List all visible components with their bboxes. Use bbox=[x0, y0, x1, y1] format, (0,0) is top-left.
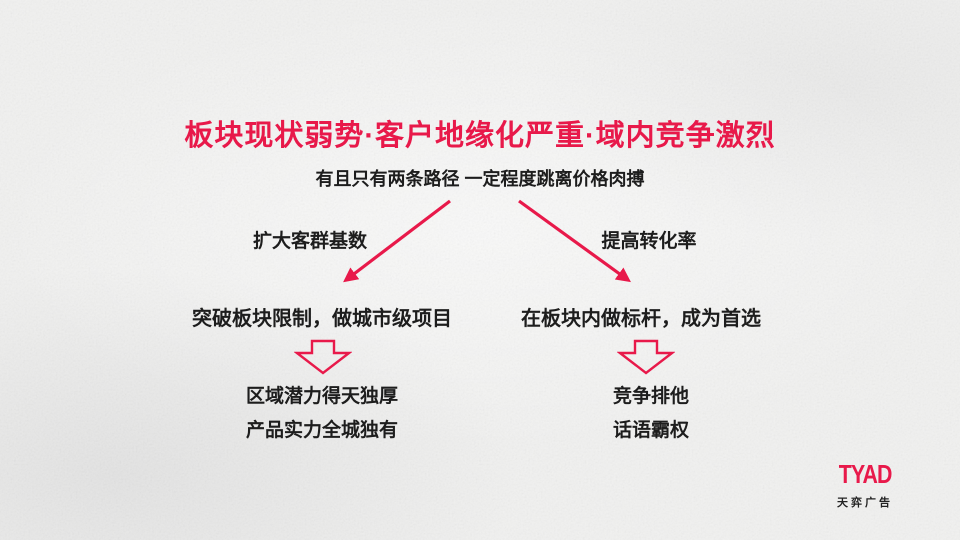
down-arrow-icon bbox=[617, 339, 675, 375]
outcome-right-2: 话语霸权 bbox=[612, 420, 689, 441]
slide-subtitle: 有且只有两条路径 一定程度跳离价格肉搏 bbox=[315, 169, 645, 189]
outcome-left-2: 产品实力全城独有 bbox=[245, 420, 398, 441]
slide-title: 板块现状弱势·客户地缘化严重·域内竞争激烈 bbox=[184, 120, 776, 152]
strategy-right: 在板块内做标杆，成为首选 bbox=[521, 308, 761, 330]
branch-label-left: 扩大客群基数 bbox=[252, 231, 367, 252]
logo-company-name: 天弈广告 bbox=[837, 497, 893, 509]
strategy-left: 突破板块限制，做城市级项目 bbox=[192, 308, 452, 330]
outcome-left-1: 区域潜力得天独厚 bbox=[245, 386, 398, 407]
company-logo: TYAD 天弈广告 bbox=[798, 461, 932, 510]
logo-brand-text: TYAD bbox=[838, 459, 893, 489]
outcome-right-1: 竞争排他 bbox=[612, 386, 689, 407]
down-arrow-icon bbox=[294, 339, 352, 375]
branch-label-right: 提高转化率 bbox=[601, 231, 697, 252]
